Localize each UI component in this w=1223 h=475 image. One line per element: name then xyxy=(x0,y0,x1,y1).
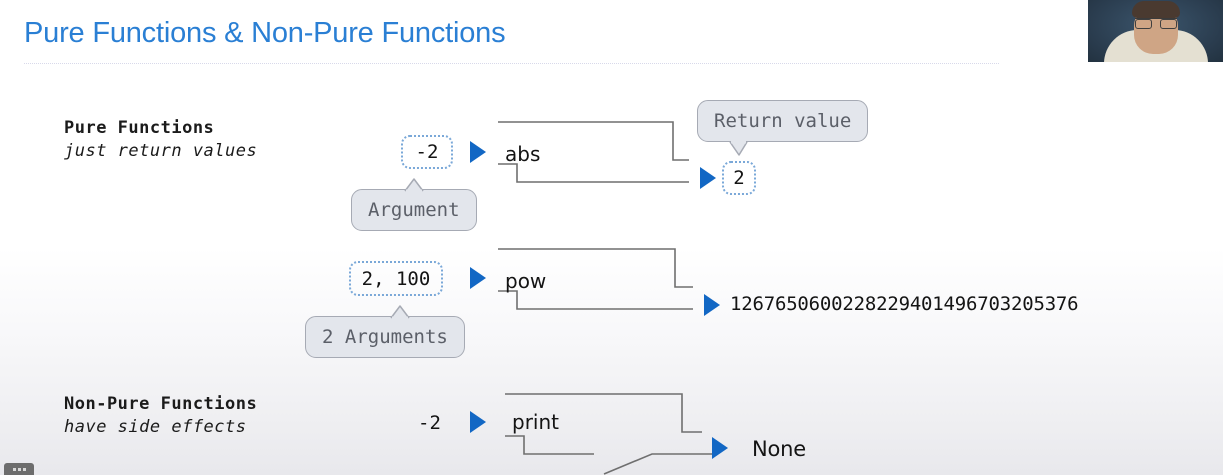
pure-functions-subheading: just return values xyxy=(64,141,258,161)
pure-functions-heading: Pure Functions xyxy=(64,118,215,138)
title-divider xyxy=(24,62,999,64)
presenter-glasses-icon xyxy=(1134,18,1177,29)
non-pure-functions-label: Non-Pure Functions have side effects xyxy=(64,394,257,437)
return-value-callout: Return value xyxy=(697,100,869,156)
presenter-hair xyxy=(1131,1,1180,18)
abs-output-arrow-icon xyxy=(700,167,716,189)
argument-callout-label: Argument xyxy=(351,189,477,231)
pow-arguments-chip[interactable]: 2, 100 xyxy=(349,261,443,296)
abs-input-arrow-icon xyxy=(470,141,486,163)
print-argument-value: -2 xyxy=(418,412,441,434)
control-dot xyxy=(22,467,26,471)
print-function-machine: print xyxy=(504,392,719,475)
two-arguments-callout: 2 Arguments xyxy=(305,305,465,358)
presenter-video-thumbnail[interactable] xyxy=(1088,0,1223,62)
abs-return-value-chip[interactable]: 2 xyxy=(722,161,756,195)
page-title: Pure Functions & Non-Pure Functions xyxy=(24,17,506,49)
control-dot xyxy=(17,467,21,471)
control-dot xyxy=(12,467,16,471)
print-output-arrow-icon xyxy=(712,437,728,459)
return-value-callout-tail-icon xyxy=(727,140,749,156)
abs-argument-chip[interactable]: -2 xyxy=(401,135,453,169)
argument-callout-tail-icon xyxy=(403,177,425,193)
print-input-arrow-icon xyxy=(470,411,486,433)
print-function-name: print xyxy=(512,410,559,434)
non-pure-functions-subheading: have side effects xyxy=(64,417,247,437)
non-pure-functions-heading: Non-Pure Functions xyxy=(64,394,258,414)
pow-input-arrow-icon xyxy=(470,267,486,289)
pow-output-arrow-icon xyxy=(704,294,720,316)
pow-function-machine: pow xyxy=(497,247,697,315)
abs-function-name: abs xyxy=(505,142,541,166)
pow-result-value: 1267650600228229401496703205376 xyxy=(730,293,1079,315)
print-result-value: None xyxy=(752,437,806,461)
pow-function-name: pow xyxy=(505,269,547,293)
two-arguments-callout-tail-icon xyxy=(389,304,411,320)
pure-functions-label: Pure Functions just return values xyxy=(64,118,257,161)
two-arguments-callout-label: 2 Arguments xyxy=(305,316,465,358)
return-value-callout-label: Return value xyxy=(697,100,869,142)
title-bar: Pure Functions & Non-Pure Functions xyxy=(24,17,999,64)
player-control-stub[interactable] xyxy=(4,463,34,475)
abs-function-machine: abs xyxy=(497,120,693,188)
argument-callout: Argument xyxy=(351,178,477,231)
